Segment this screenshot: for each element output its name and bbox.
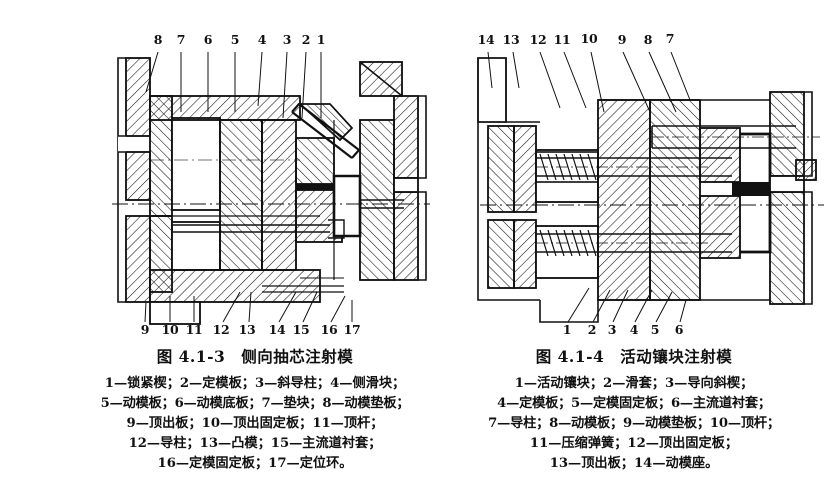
label-top-7: 7 <box>665 31 675 46</box>
label-top-10: 10 <box>580 31 598 46</box>
label-bottom-9: 9 <box>140 322 150 337</box>
label-top-11: 11 <box>553 32 571 47</box>
leader-lines <box>144 51 353 323</box>
legend-line-5: 13—顶出板；14—动模座。 <box>549 456 719 472</box>
figure-4-1-3-caption: 图 4.1-3 侧向抽芯注射模 1—锁紧楔；2—定模板；3—斜导柱；4—侧滑块；… <box>70 345 440 474</box>
figure-4-1-4-caption: 图 4.1-4 活动镶块注射模 1—活动镶块；2—滑套；3—导向斜楔； 4—定模… <box>448 345 820 474</box>
legend-line-2: 4—定模板；5—定模固定板；6—主流道衬套； <box>497 396 771 412</box>
label-bottom-11: 11 <box>185 322 203 337</box>
label-top-2: 2 <box>301 32 311 47</box>
label-bottom-14: 14 <box>268 322 286 337</box>
label-top-8: 8 <box>643 32 653 47</box>
label-bottom-3: 3 <box>607 322 617 337</box>
label-bottom-5: 5 <box>650 322 660 337</box>
legend-line-4: 12—导柱；13—凸模；15—主流道衬套； <box>128 436 382 452</box>
label-top-7: 7 <box>176 32 186 47</box>
label-top-1: 1 <box>316 32 326 47</box>
legend-line-3: 7—导柱；8—动模板；9—动模垫板；10—顶杆； <box>488 416 780 432</box>
label-top-3: 3 <box>282 32 292 47</box>
label-bottom-4: 4 <box>629 322 639 337</box>
label-top-4: 4 <box>257 32 267 47</box>
label-top-9: 9 <box>617 32 627 47</box>
legend-line-1: 1—锁紧楔；2—定模板；3—斜导柱；4—侧滑块； <box>104 376 406 391</box>
label-top-6: 6 <box>203 32 213 47</box>
label-top-12: 12 <box>529 32 547 47</box>
label-bottom-13: 13 <box>238 322 256 337</box>
side-core-pulling-mould-drawing <box>112 51 430 325</box>
label-bottom-12: 12 <box>212 322 230 337</box>
label-bottom-16: 16 <box>320 322 338 337</box>
label-top-13: 13 <box>502 32 520 47</box>
label-bottom-1: 1 <box>562 322 572 337</box>
legend-line-1: 1—活动镶块；2—滑套；3—导向斜楔； <box>514 376 754 391</box>
label-bottom-2: 2 <box>587 322 597 337</box>
label-bottom-6: 6 <box>674 322 684 337</box>
label-bottom-17: 17 <box>343 322 361 337</box>
label-top-14: 14 <box>477 32 495 47</box>
legend-line-5: 16—定模固定板；17—定位环。 <box>157 456 353 472</box>
figure-4-1-3-title: 图 4.1-3 侧向抽芯注射模 <box>156 347 354 366</box>
label-top-5: 5 <box>230 32 240 47</box>
label-bottom-10: 10 <box>161 322 179 337</box>
legend-line-2: 5—动模板；6—动模底板；7—垫块；8—动模垫板； <box>100 396 410 412</box>
figure-4-1-3: 8 7 6 5 4 3 2 1 9 10 11 12 13 14 15 16 1… <box>0 0 440 340</box>
legend-line-3: 9—顶出板；10—顶出固定板；11—顶杆； <box>126 416 384 432</box>
label-bottom-15: 15 <box>292 322 310 337</box>
label-top-8: 8 <box>153 32 163 47</box>
movable-insert-mould-drawing <box>477 51 824 323</box>
legend-line-4: 11—压缩弹簧；12—顶出固定板； <box>529 436 739 452</box>
leader-lines <box>487 51 691 323</box>
figure-4-1-4-title: 图 4.1-4 活动镶块注射模 <box>535 347 733 366</box>
figure-4-1-4: 14 13 12 11 10 9 8 7 1 2 3 4 5 6 <box>440 0 829 340</box>
